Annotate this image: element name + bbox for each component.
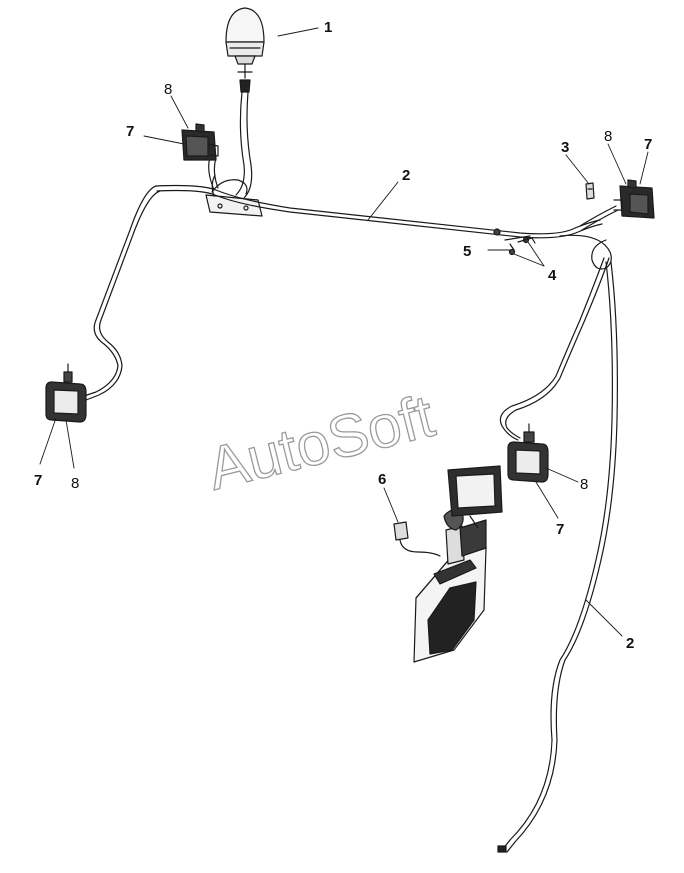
harness-clips (493, 228, 536, 256)
callout-clip-5: 5 (463, 243, 471, 260)
connector (393, 521, 441, 557)
callout-lamp-r-7: 7 (556, 521, 564, 538)
work-lamp-top-left (181, 123, 219, 161)
callout-fuse: 3 (561, 139, 569, 156)
callout-lamp-tr-8: 8 (604, 128, 612, 145)
leader-lines (39, 27, 649, 637)
work-lamp-right (507, 423, 549, 483)
callout-lamp-l-7: 7 (34, 472, 42, 489)
callout-connector: 6 (378, 471, 386, 488)
callout-lamp-r-8: 8 (580, 476, 588, 493)
callout-labels: 1 2 2 3 4 5 6 7 8 8 7 7 8 8 7 (34, 19, 652, 652)
callout-beacon: 1 (324, 19, 332, 36)
beacon-lamp (225, 7, 265, 199)
control-console (413, 465, 503, 663)
callout-lamp-tl-8: 8 (164, 81, 172, 98)
callout-clip-4: 4 (548, 267, 557, 284)
callout-harness-top: 2 (402, 167, 410, 184)
callout-lamp-tl-7: 7 (126, 123, 134, 140)
work-lamp-top-right (613, 179, 655, 219)
callout-lamp-tr-7: 7 (644, 136, 652, 153)
callout-harness-right: 2 (626, 635, 634, 652)
callout-lamp-l-8: 8 (71, 475, 79, 492)
mounting-bracket (205, 174, 263, 217)
watermark: AutoSoft (201, 382, 441, 503)
fuse (585, 182, 595, 200)
work-lamp-left (45, 363, 87, 423)
main-harness (83, 157, 619, 853)
